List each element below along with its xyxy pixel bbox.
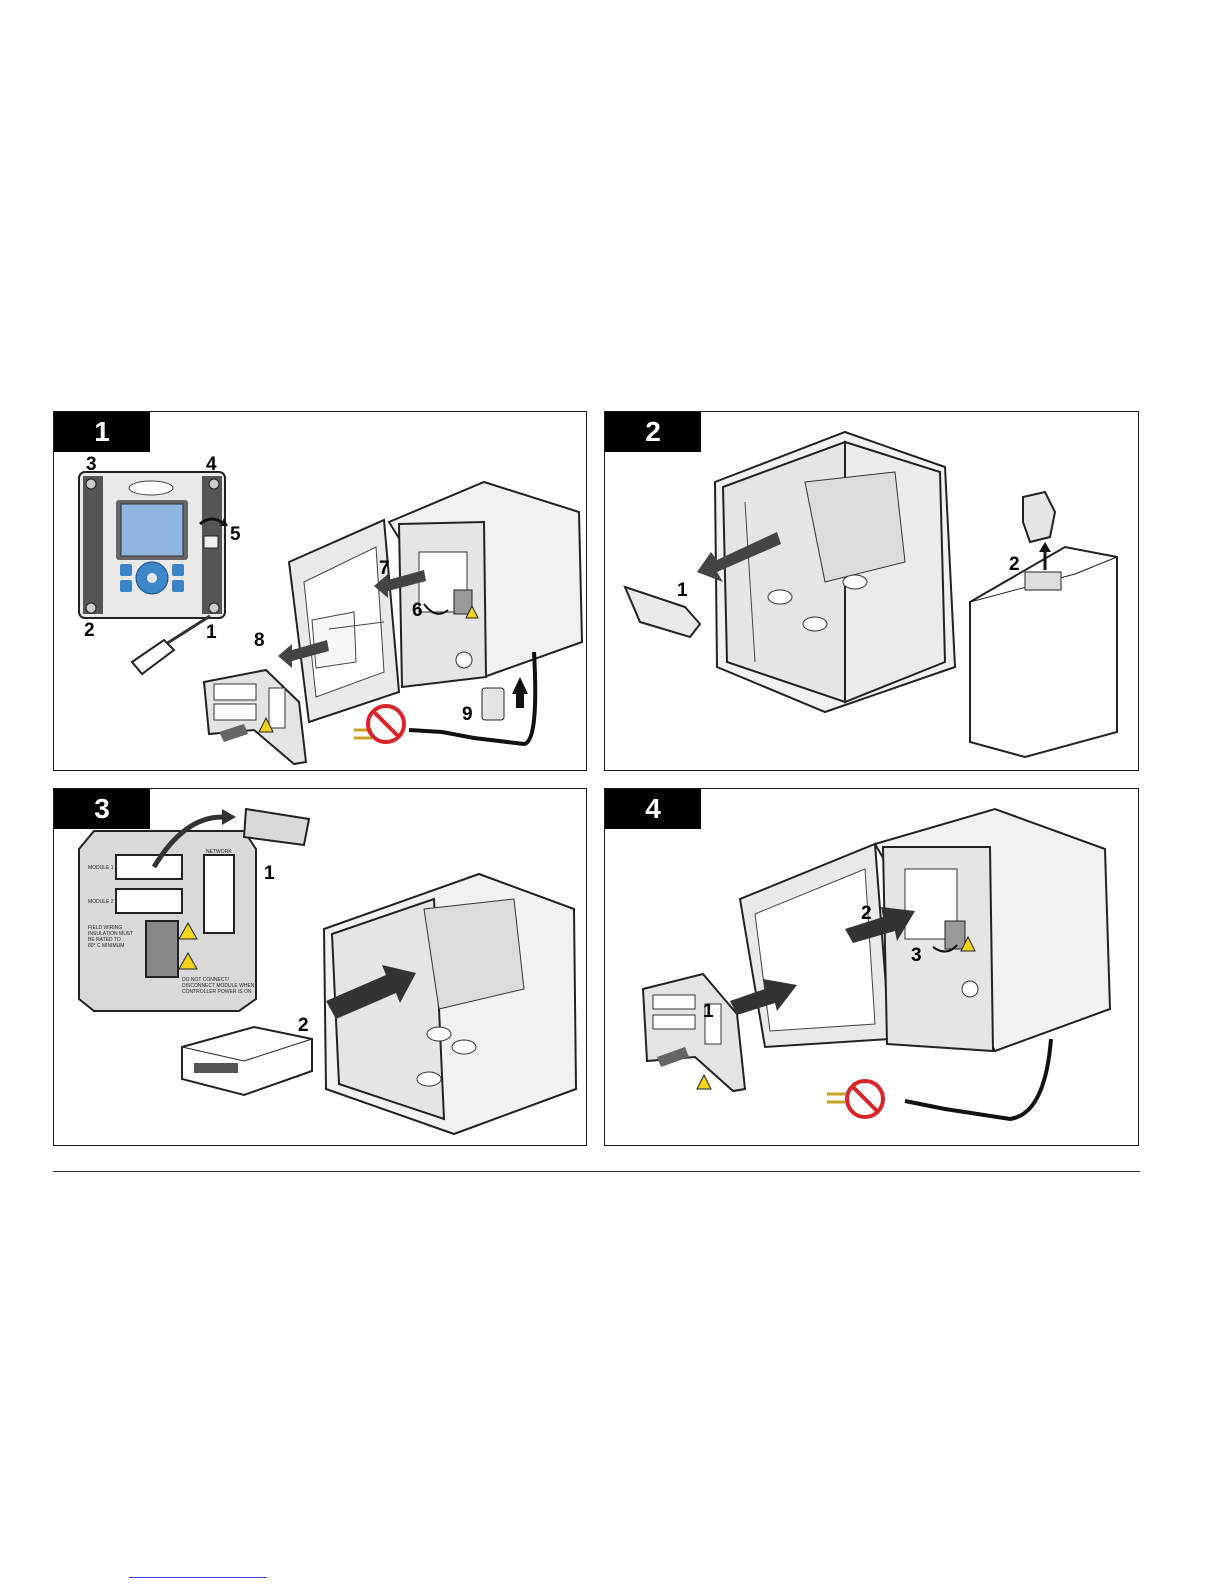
cover-plate (204, 670, 306, 764)
step-4-panel: 4 1 2 3 (604, 788, 1139, 1146)
module2-label: MODULE 2 (88, 899, 114, 905)
callout-3: 3 (86, 454, 97, 475)
step-3-illustration: MODULE 1 MODULE 2 NETWORK FIELD WIRING I… (54, 789, 587, 1146)
step-4-illustration: 1 2 3 (605, 789, 1139, 1146)
field-wiring-line4: 80° C MINIMUM (88, 943, 124, 949)
warning-line3: CONTROLLER POWER IS ON (182, 989, 252, 995)
module-card (182, 1027, 312, 1095)
power-cord (827, 1039, 1051, 1119)
callout-8: 8 (254, 630, 265, 651)
network-label: NETWORK (206, 849, 232, 855)
step-2-panel: 2 1 2 (604, 411, 1139, 771)
callout-2: 2 (1009, 554, 1020, 575)
callout-1: 1 (703, 1001, 714, 1022)
callout-3: 3 (911, 945, 922, 966)
blank-plug (625, 587, 700, 637)
controller-enclosure (715, 432, 955, 712)
cover-label-panel: MODULE 1 MODULE 2 NETWORK FIELD WIRING I… (79, 831, 256, 1011)
callout-7: 7 (379, 558, 390, 579)
controller-front (79, 472, 228, 618)
controller-enclosure (289, 482, 582, 722)
module1-label: MODULE 1 (88, 865, 114, 871)
blank-label-piece (244, 809, 309, 845)
step-1-illustration: 3 4 5 2 1 7 6 8 9 (54, 412, 587, 771)
callout-2: 2 (298, 1015, 309, 1036)
divider-line (53, 1171, 1140, 1172)
callout-1: 1 (677, 580, 688, 601)
callout-2: 2 (861, 903, 872, 924)
screwdriver (132, 616, 210, 674)
callout-1: 1 (264, 863, 275, 884)
cover-plate (643, 974, 745, 1091)
step-2-illustration: 1 2 (605, 412, 1139, 771)
module-card (970, 492, 1117, 757)
callout-4: 4 (206, 454, 217, 475)
callout-5: 5 (230, 524, 241, 545)
controller-enclosure (740, 809, 1110, 1051)
step-1-panel: 1 (53, 411, 587, 771)
footer-link-underline[interactable] (129, 1577, 267, 1578)
callout-2: 2 (84, 620, 95, 641)
callout-6: 6 (412, 600, 423, 621)
callout-1: 1 (206, 622, 217, 643)
callout-9: 9 (462, 704, 473, 725)
step-3-panel: 3 MODULE 1 MODULE 2 NETWORK FIELD WIRING… (53, 788, 587, 1146)
